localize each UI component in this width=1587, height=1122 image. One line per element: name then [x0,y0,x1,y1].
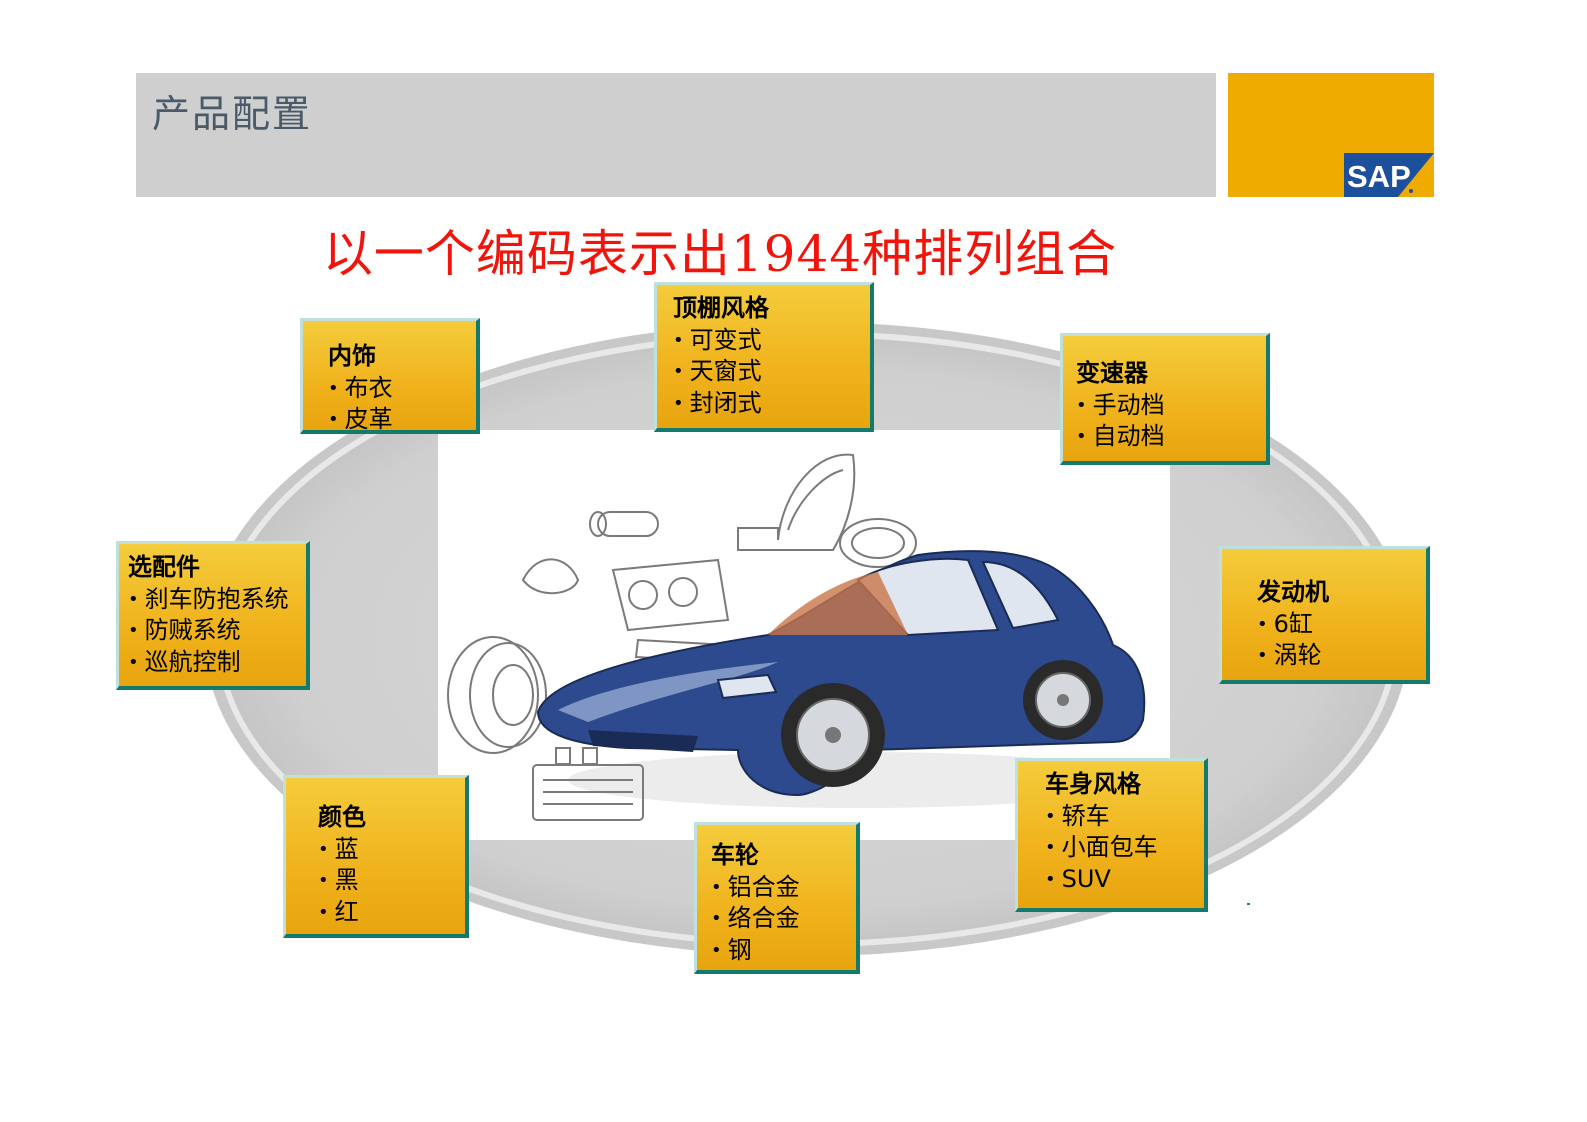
option-item: 络合金 [711,903,856,935]
slide-title: 以一个编码表示出1944种排列组合 [322,225,1118,283]
sap-logo-mark: SAP [1344,153,1434,197]
header-bar: 产品配置 [136,73,1216,197]
option-list: 可变式 天窗式 封闭式 [673,325,870,420]
decorative-dot [1247,903,1250,905]
option-item: 涡轮 [1257,640,1426,672]
option-item: 蓝 [318,834,465,866]
option-item: 刹车防抱系统 [128,584,306,616]
option-list: 铝合金 络合金 钢 [711,872,856,967]
option-title: 车身风格 [1045,770,1141,798]
option-item: 可变式 [673,325,870,357]
option-item: 铝合金 [711,872,856,904]
option-box-color: 颜色 蓝 黑 红 [283,775,469,938]
option-item: 6缸 [1257,609,1426,641]
option-list: 蓝 黑 红 [318,834,465,929]
option-item: 钢 [711,935,856,967]
option-item: 天窗式 [673,356,870,388]
option-title: 选配件 [128,553,200,581]
option-item: SUV [1045,864,1204,896]
option-box-transmission: 变速器 手动档 自动档 [1060,333,1270,465]
option-item: 红 [318,897,465,929]
option-item: 封闭式 [673,388,870,420]
option-box-engine: 发动机 6缸 涡轮 [1219,546,1430,684]
option-box-wheels: 车轮 铝合金 络合金 钢 [694,822,860,974]
option-list: 刹车防抱系统 防贼系统 巡航控制 [128,584,306,679]
option-title: 发动机 [1257,578,1329,606]
option-item: 黑 [318,865,465,897]
option-box-accessories: 选配件 刹车防抱系统 防贼系统 巡航控制 [116,541,310,690]
option-list: 手动档 自动档 [1076,390,1266,453]
option-item: 布衣 [328,373,476,405]
option-list: 轿车 小面包车 SUV [1045,801,1204,896]
option-list: 布衣 皮革 [328,373,476,436]
option-item: 巡航控制 [128,647,306,679]
option-title: 内饰 [328,342,376,370]
option-title: 车轮 [711,841,759,869]
option-title: 顶棚风格 [673,294,769,322]
page-title: 产品配置 [152,92,313,136]
option-item: 皮革 [328,404,476,436]
option-item: 自动档 [1076,421,1266,453]
option-box-roof-style: 顶棚风格 可变式 天窗式 封闭式 [654,282,874,432]
sap-logo: SAP [1228,73,1434,197]
option-item: 防贼系统 [128,615,306,647]
option-list: 6缸 涡轮 [1257,609,1426,672]
option-box-interior: 内饰 布衣 皮革 [300,318,480,434]
option-item: 轿车 [1045,801,1204,833]
option-title: 变速器 [1076,359,1148,387]
option-item: 小面包车 [1045,832,1204,864]
option-title: 颜色 [318,803,366,831]
option-item: 手动档 [1076,390,1266,422]
car-sketch-image [447,453,1148,821]
sap-logo-text: SAP [1347,159,1411,194]
option-box-body-style: 车身风格 轿车 小面包车 SUV [1015,758,1208,912]
